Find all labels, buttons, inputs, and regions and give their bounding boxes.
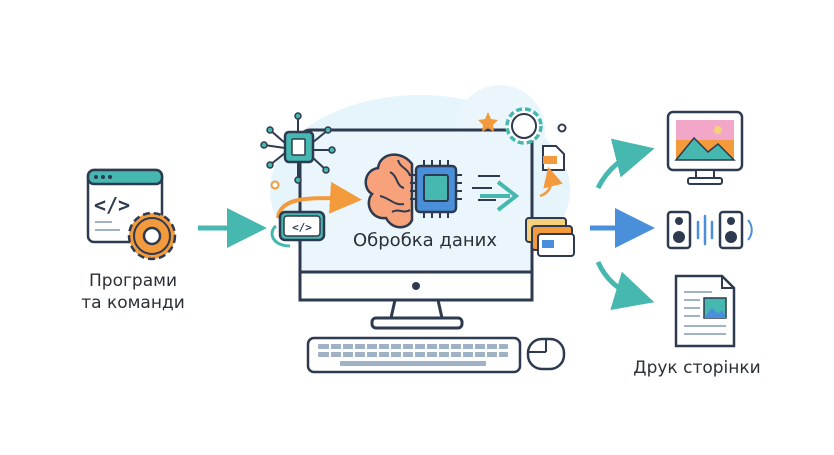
print-label: Друк сторінки — [633, 358, 761, 378]
printed-page-icon — [674, 274, 736, 348]
processing-label: Обробка даних — [352, 230, 498, 251]
badge-code-symbol: </> — [292, 221, 312, 234]
mouse-icon — [526, 337, 566, 371]
card-icon — [525, 217, 575, 257]
circuit-chip-icon — [260, 112, 336, 184]
gear-icon — [127, 211, 177, 261]
programs-label-line2: та команди — [81, 293, 185, 313]
keyboard-icon — [306, 336, 522, 374]
code-symbol: </> — [94, 193, 130, 217]
programs-label: Програми та команди — [58, 270, 208, 314]
motion-lines — [472, 175, 500, 201]
arrow-into-processing — [276, 181, 362, 219]
arrow-screen-out — [480, 180, 520, 212]
programs-label-line1: Програми — [89, 271, 177, 291]
document-file-icon — [542, 145, 565, 171]
dot-decoration — [270, 180, 280, 190]
processor-chip-icon — [410, 160, 462, 218]
star-icon — [478, 112, 498, 132]
arrow-to-display — [595, 138, 655, 190]
arrow-to-printer — [595, 260, 655, 310]
badge-connector — [270, 224, 291, 248]
monitor — [298, 128, 534, 330]
gear-icon — [505, 107, 543, 145]
code-badge-icon — [278, 210, 326, 242]
display-monitor-icon — [666, 110, 744, 185]
brain-icon — [364, 153, 414, 229]
speakers-icon — [666, 210, 753, 250]
dot-decoration — [557, 123, 567, 133]
arrow-to-file — [539, 166, 563, 198]
